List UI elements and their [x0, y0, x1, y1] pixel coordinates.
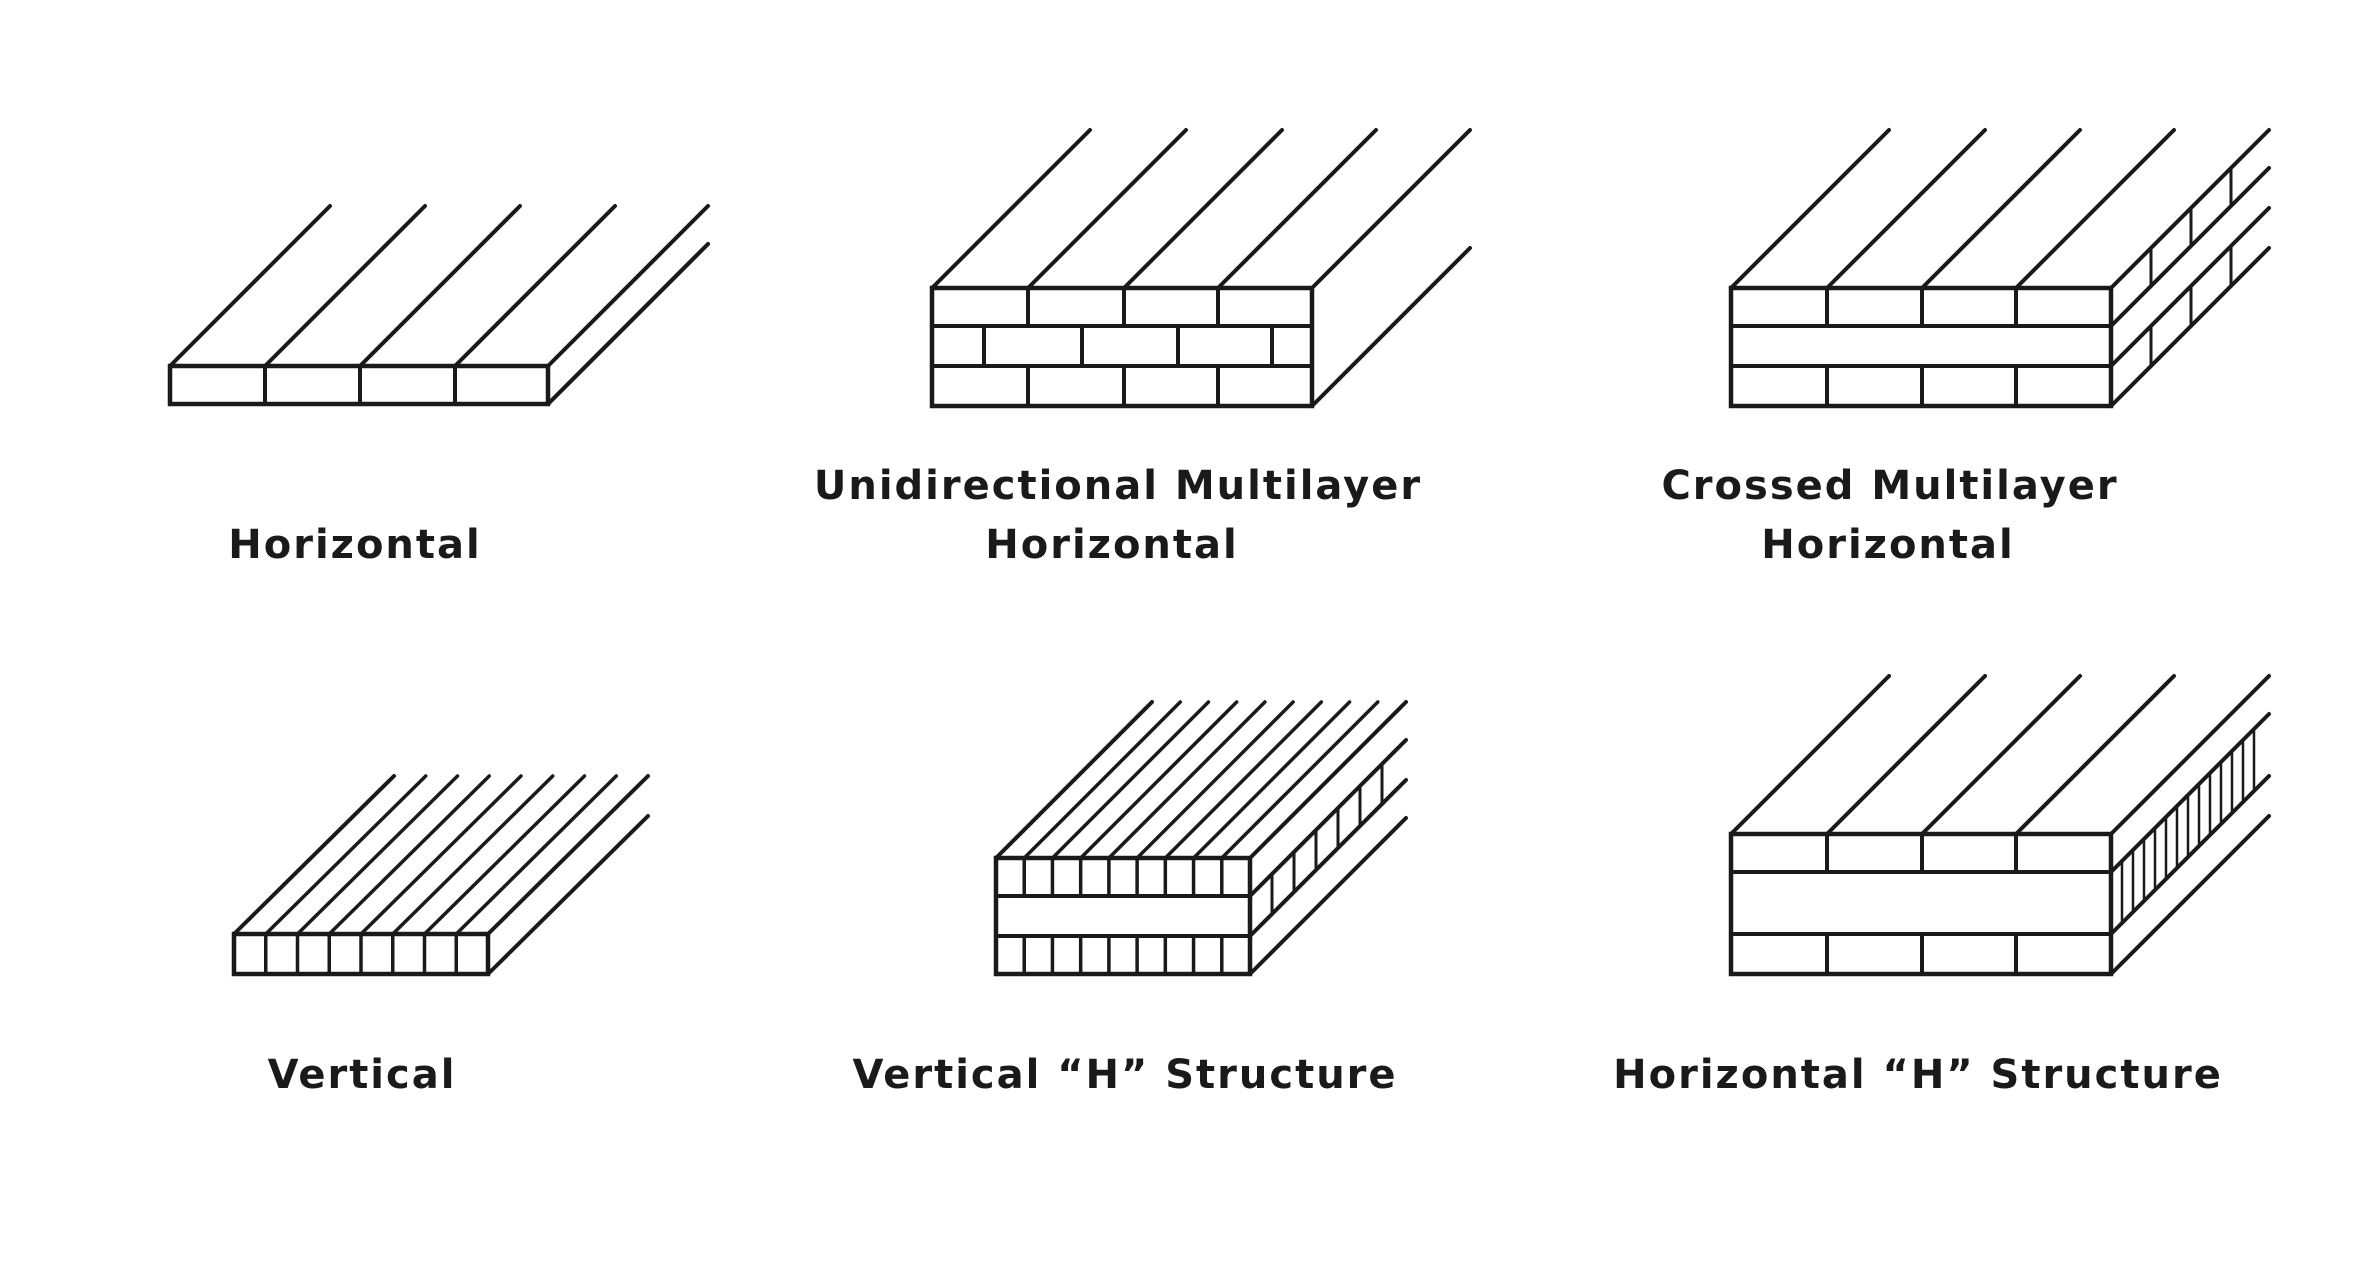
structure-line: [263, 204, 427, 368]
structure-line: [232, 774, 396, 936]
label-horizontal-h-structure: Horizontal “H” Structure: [1613, 1052, 2223, 1098]
structure-line: [1310, 128, 1472, 290]
structure-line: [359, 774, 523, 936]
structure-line: [2014, 128, 2176, 290]
structure-line: [1135, 700, 1295, 860]
structure-line: [1248, 738, 1408, 898]
structure-line: [1920, 128, 2082, 290]
structure-line: [1022, 700, 1182, 860]
crossed-multilayer-horizontal-drawing: [1728, 128, 2271, 409]
structure-line: [1310, 246, 1472, 408]
structure-line: [1122, 128, 1284, 290]
structure-line: [1107, 700, 1267, 860]
structure-line: [2109, 674, 2271, 836]
structure-line: [2109, 814, 2271, 976]
structure-line: [422, 774, 587, 936]
structure-line: [546, 204, 710, 368]
structure-line: [1920, 674, 2082, 836]
label-unidirectional-multilayer-line2: Horizontal: [985, 522, 1239, 568]
structure-line: [453, 204, 617, 368]
horizontal-structure-drawing: [167, 204, 710, 407]
structure-line: [1825, 128, 1987, 290]
structure-line: [1163, 700, 1324, 860]
label-vertical-h-structure: Vertical “H” Structure: [852, 1052, 1398, 1098]
structure-line: [930, 128, 1092, 290]
structure-line: [1248, 816, 1408, 976]
vertical-structure-drawing: [231, 774, 650, 977]
structure-line: [486, 814, 650, 976]
structure-line: [391, 774, 555, 936]
structure-line: [1191, 700, 1352, 860]
structure-line: [1729, 674, 1891, 836]
structure-line: [1216, 128, 1378, 290]
unidirectional-multilayer-horizontal-drawing: [929, 128, 1472, 409]
structure-line: [486, 774, 650, 936]
structure-line: [2014, 674, 2176, 836]
label-crossed-multilayer-line2: Horizontal: [1761, 522, 2015, 568]
structure-line: [546, 242, 710, 406]
structure-line: [1220, 700, 1380, 860]
structure-line: [2109, 774, 2271, 936]
structure-line: [1050, 700, 1211, 860]
label-vertical: Vertical: [267, 1052, 457, 1098]
structure-line: [1248, 778, 1408, 938]
structure-line: [1825, 674, 1987, 836]
label-horizontal: Horizontal: [228, 522, 482, 568]
label-crossed-multilayer-line1: Crossed Multilayer: [1661, 463, 2119, 509]
structure-line: [168, 204, 332, 368]
structure-line: [1248, 700, 1408, 860]
structure-line: [994, 700, 1154, 860]
structure-line: [358, 204, 522, 368]
structure-line: [2109, 712, 2271, 874]
structure-line: [1729, 128, 1891, 290]
structure-line: [1078, 700, 1239, 860]
structure-line: [264, 774, 428, 936]
structure-line: [327, 774, 491, 936]
structure-line: [454, 774, 618, 936]
structure-line: [295, 774, 460, 936]
structure-outline: [993, 855, 1253, 977]
vertical-h-structure-drawing: [993, 700, 1408, 977]
horizontal-h-structure-drawing: [1728, 674, 2271, 977]
label-unidirectional-multilayer-line1: Unidirectional Multilayer: [813, 463, 1423, 509]
structure-line: [1026, 128, 1188, 290]
